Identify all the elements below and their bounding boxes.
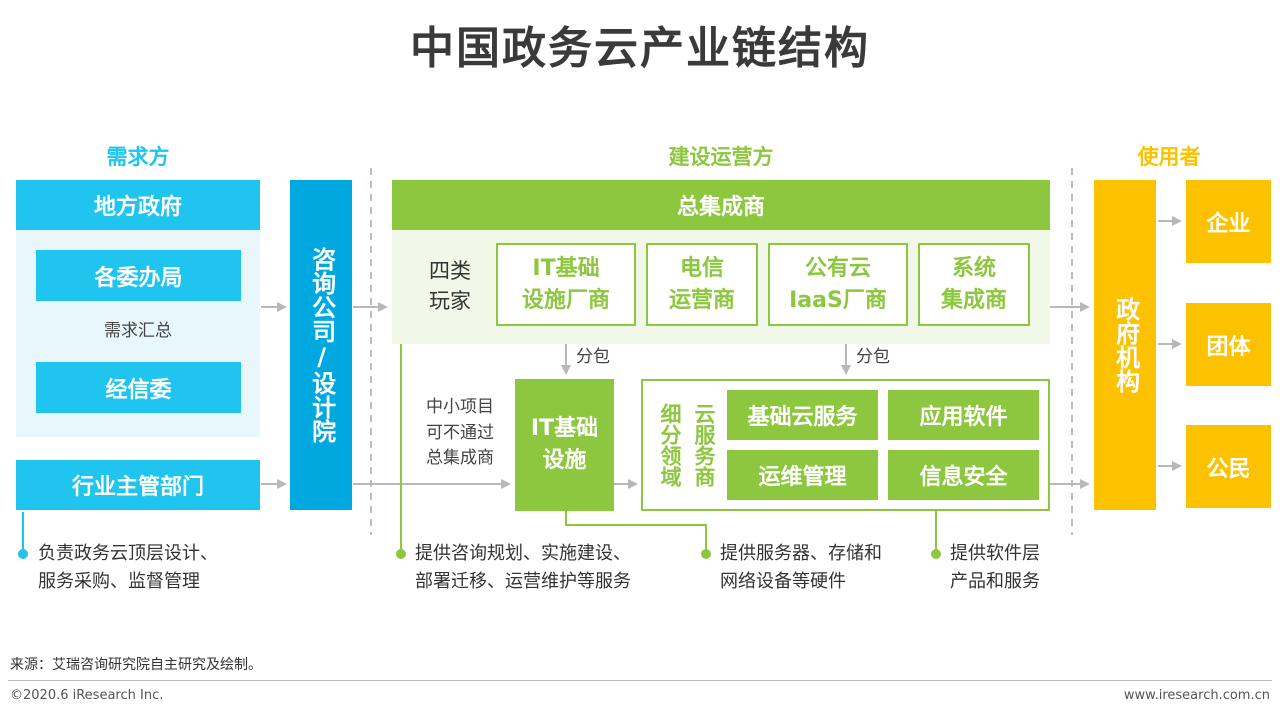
bullet-consulting-note: [396, 549, 406, 559]
it-infra-line-2: 设施: [542, 448, 587, 473]
consulting-note-line-1: 提供咨询规划、实施建设、: [415, 543, 631, 564]
player-public-cloud: 公有云 IaaS厂商: [768, 243, 908, 326]
website-link[interactable]: www.iresearch.com.cn: [1123, 688, 1270, 703]
player-public-cloud-line-1: 公有云: [804, 255, 871, 281]
demand-note-line-1: 负责政务云顶层设计、: [38, 543, 218, 564]
bullet-demand-note: [18, 549, 28, 559]
industry-dept-box: 行业主管部门: [16, 460, 260, 510]
service-info-security: 信息安全: [888, 450, 1039, 500]
local-gov-box: 地方政府: [16, 180, 260, 230]
hardware-note-line-2: 网络设备等硬件: [720, 570, 846, 592]
consulting-box: 咨询公司/设计院: [290, 180, 352, 510]
consulting-note: 提供咨询规划、实施建设、 部署迁移、运营维护等服务: [415, 540, 695, 596]
four-players-line-2: 玩家: [429, 289, 471, 314]
small-projects-line-1: 中小项目: [426, 397, 494, 417]
aggregate-label: 需求汇总: [104, 321, 172, 342]
footer-divider: [8, 680, 1272, 681]
four-players-label: 四类 玩家: [420, 256, 480, 317]
it-infra-box: IT基础 设施: [515, 379, 614, 511]
gov-agency-label: 政府机构: [1111, 297, 1140, 393]
page-title: 中国政务云产业链结构: [410, 23, 870, 74]
small-projects-label: 中小项目 可不通过 总集成商: [414, 395, 506, 472]
player-telecom: 电信 运营商: [646, 243, 758, 326]
player-telecom-line-2: 运营商: [668, 287, 735, 313]
hardware-note-line-1: 提供服务器、存储和: [720, 543, 882, 564]
segment-label-2: 云服务商: [692, 403, 717, 487]
small-projects-line-3: 总集成商: [426, 448, 494, 468]
software-note-line-1: 提供软件层: [950, 543, 1040, 564]
software-note: 提供软件层 产品和服务: [950, 540, 1080, 596]
section-demand-header: 需求方: [106, 145, 170, 169]
econ-committee-box: 经信委: [36, 362, 241, 413]
integrator-box: 总集成商: [392, 180, 1050, 230]
bullet-hardware-note: [701, 549, 711, 559]
four-players-line-1: 四类: [429, 259, 471, 283]
group-box: 团体: [1186, 303, 1271, 386]
segment-label-col-1: 细分领域: [652, 386, 688, 504]
enterprise-box: 企业: [1186, 180, 1271, 263]
segment-label-col-2: 云服务商: [686, 386, 722, 504]
it-infra-line-1: IT基础: [530, 416, 599, 442]
bullet-software-note: [931, 549, 941, 559]
software-note-line-2: 产品和服务: [950, 570, 1040, 592]
demand-note: 负责政务云顶层设计、 服务采购、监督管理: [38, 540, 338, 596]
service-ops-management: 运维管理: [727, 450, 878, 500]
citizen-box: 公民: [1186, 425, 1271, 508]
source-note: 来源：艾瑞咨询研究院自主研究及绘制。: [10, 657, 262, 673]
hardware-note: 提供服务器、存储和 网络设备等硬件: [720, 540, 930, 596]
service-basic-cloud: 基础云服务: [727, 390, 878, 440]
service-app-software: 应用软件: [888, 390, 1039, 440]
player-it-vendor-line-2: 设施厂商: [521, 287, 610, 313]
segment-label-1: 细分领域: [658, 403, 683, 487]
player-it-vendor-line-1: IT基础: [532, 255, 600, 281]
section-construction-header: 建设运营方: [668, 145, 774, 169]
section-users-header: 使用者: [1137, 145, 1201, 169]
player-telecom-line-1: 电信: [679, 255, 724, 281]
player-it-vendor: IT基础 设施厂商: [496, 243, 636, 326]
leader-hardware-note: [565, 511, 707, 554]
subcontract-label-2: 分包: [856, 347, 890, 367]
demand-note-line-2: 服务采购、监督管理: [38, 570, 200, 592]
consulting-label: 咨询公司/设计院: [307, 247, 336, 443]
committees-box: 各委办局: [36, 250, 241, 301]
player-system-integrator-line-1: 系统: [951, 255, 996, 281]
copyright-text: ©2020.6 iResearch Inc.: [10, 688, 164, 703]
player-system-integrator: 系统 集成商: [918, 243, 1030, 326]
consulting-note-line-2: 部署迁移、运营维护等服务: [415, 570, 631, 592]
gov-agency-box: 政府机构: [1094, 180, 1156, 510]
small-projects-line-2: 可不通过: [426, 422, 494, 443]
player-system-integrator-line-2: 集成商: [940, 287, 1007, 313]
subcontract-label-1: 分包: [576, 347, 610, 367]
player-public-cloud-line-2: IaaS厂商: [789, 287, 887, 313]
